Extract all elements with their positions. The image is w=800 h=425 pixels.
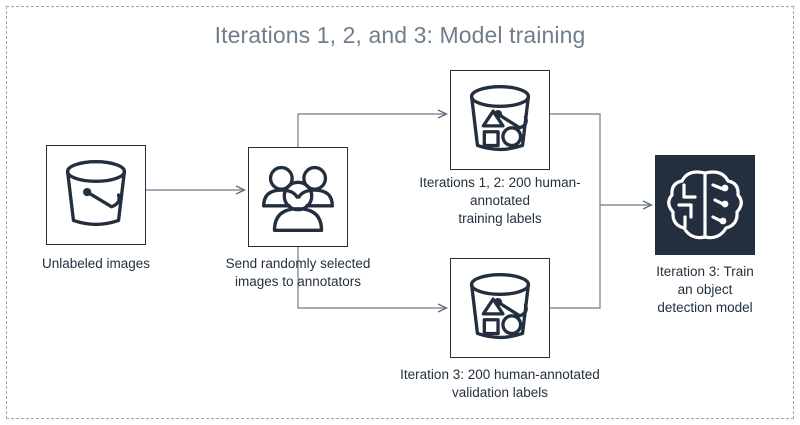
brain-circuit-icon <box>667 170 743 240</box>
caption-training-labels: Iterations 1, 2: 200 human- annotated tr… <box>419 175 581 226</box>
connector-annotators-to-training <box>297 114 446 147</box>
node-annotators[interactable] <box>248 147 348 247</box>
node-unlabeled-images[interactable] <box>46 145 146 245</box>
caption-validation-labels: Iteration 3: 200 human-annotated validat… <box>400 367 600 400</box>
caption-annotators: Send randomly selected images to annotat… <box>225 256 371 289</box>
caption-train-model: Iteration 3: Train an object detection m… <box>656 264 754 315</box>
storage-bucket-icon <box>65 160 127 227</box>
node-train-model[interactable] <box>655 155 755 255</box>
people-group-icon <box>262 165 334 232</box>
node-validation-labels[interactable] <box>450 258 550 358</box>
node-training-labels[interactable] <box>450 70 550 170</box>
caption-unlabeled-images: Unlabeled images <box>41 256 151 271</box>
storage-bucket-labeled-icon <box>469 273 531 340</box>
diagram-title: Iterations 1, 2, and 3: Model training <box>214 22 586 48</box>
storage-bucket-labeled-icon <box>469 85 531 152</box>
